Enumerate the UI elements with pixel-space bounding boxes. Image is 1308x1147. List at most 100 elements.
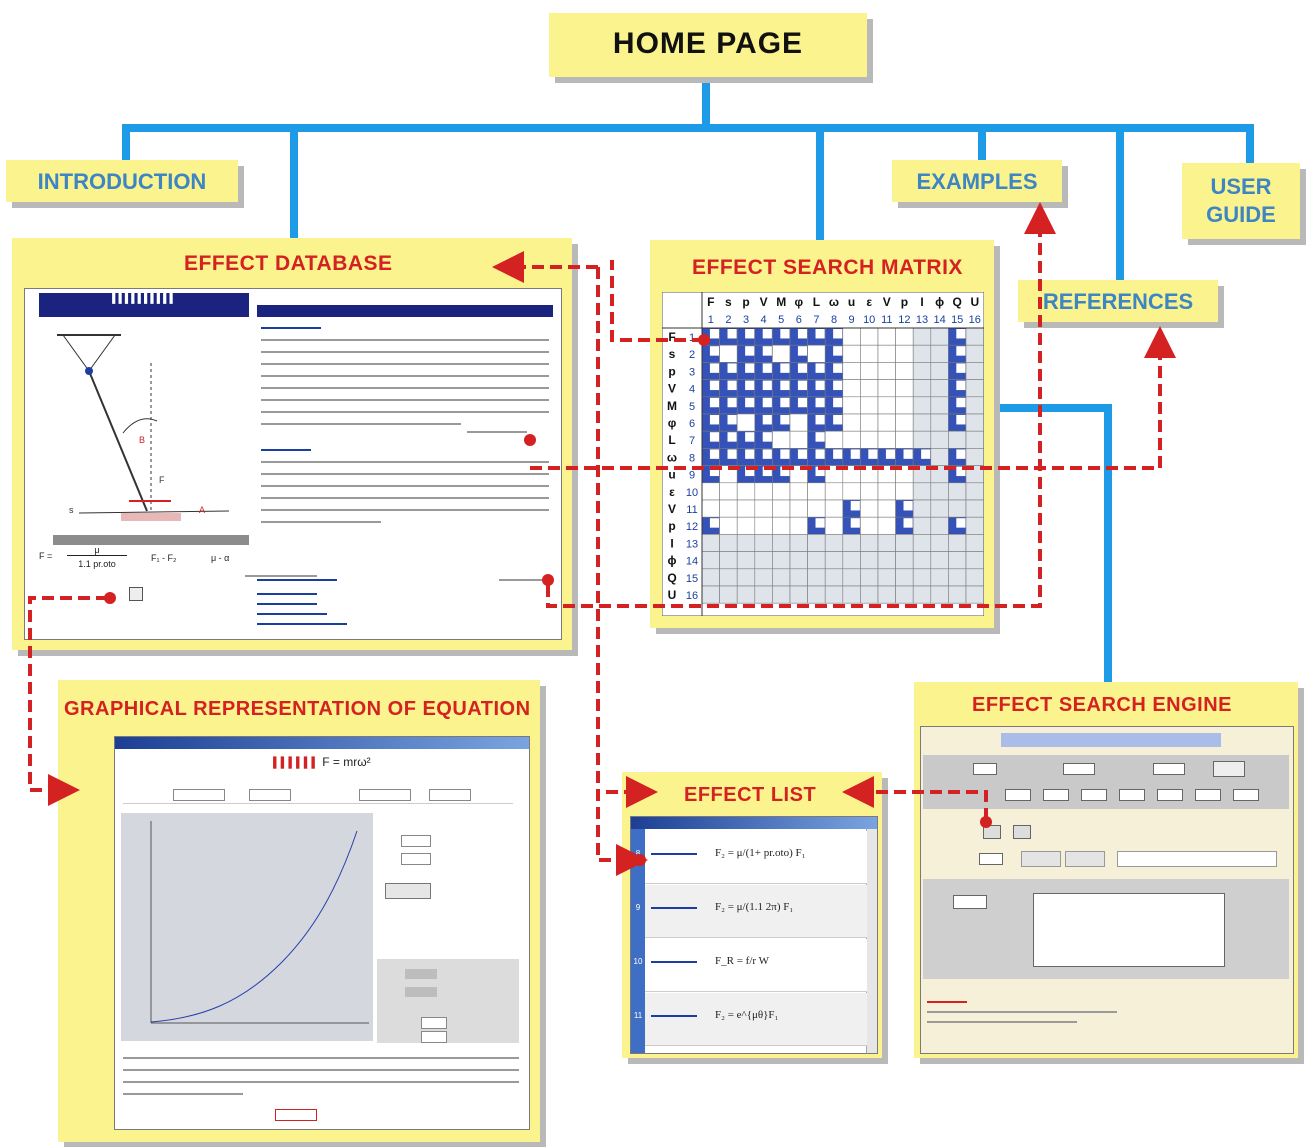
side-input-1[interactable] — [401, 835, 431, 847]
effect-list-link[interactable] — [651, 853, 697, 855]
search-path-field[interactable] — [1117, 851, 1277, 867]
matrix-cell[interactable] — [860, 344, 879, 363]
matrix-cell[interactable] — [912, 499, 932, 518]
matrix-cell[interactable] — [965, 362, 984, 380]
matrix-cell[interactable] — [842, 465, 861, 484]
matrix-cell[interactable] — [754, 534, 773, 552]
matrix-cell[interactable] — [824, 568, 844, 587]
matrix-cell[interactable] — [754, 585, 773, 604]
matrix-cell[interactable] — [824, 499, 844, 518]
matrix-cell[interactable] — [877, 396, 896, 415]
matrix-cell[interactable] — [895, 396, 914, 415]
matrix-cell[interactable] — [789, 534, 808, 552]
matrix-cell[interactable] — [736, 551, 756, 570]
matrix-cell[interactable] — [842, 568, 861, 587]
matrix-cell[interactable] — [824, 465, 844, 484]
matrix-cell[interactable] — [948, 568, 967, 587]
matrix-cell[interactable] — [719, 499, 738, 518]
criteria-select-3[interactable] — [1153, 763, 1185, 775]
matrix-cell[interactable] — [895, 568, 914, 587]
user-guide-node[interactable]: USER GUIDE — [1182, 163, 1300, 239]
matrix-cell[interactable] — [736, 482, 756, 501]
matrix-cell[interactable] — [807, 551, 826, 570]
matrix-cell[interactable] — [789, 413, 808, 432]
matrix-cell[interactable] — [701, 585, 720, 604]
matrix-cell[interactable] — [895, 379, 914, 398]
effect-list-link[interactable] — [651, 961, 697, 963]
matrix-cell[interactable] — [948, 430, 967, 449]
matrix-cell[interactable] — [877, 327, 896, 346]
matrix-cell[interactable] — [895, 465, 914, 484]
matrix-cell[interactable] — [772, 430, 791, 449]
param-input-1[interactable] — [173, 789, 225, 801]
matrix-cell[interactable] — [895, 362, 914, 380]
database-expand-button[interactable] — [129, 587, 143, 601]
matrix-cell[interactable] — [930, 327, 949, 346]
matrix-cell[interactable] — [930, 362, 949, 380]
matrix-cell[interactable] — [877, 379, 896, 398]
matrix-cell[interactable] — [824, 430, 844, 449]
matrix-cell[interactable] — [789, 465, 808, 484]
search-button[interactable] — [1213, 761, 1245, 777]
matrix-cell[interactable] — [965, 551, 984, 570]
matrix-cell[interactable] — [842, 585, 861, 604]
matrix-cell[interactable] — [860, 516, 879, 535]
matrix-cell[interactable] — [877, 551, 896, 570]
matrix-cell[interactable] — [912, 344, 932, 363]
matrix-cell[interactable] — [772, 585, 791, 604]
matrix-cell[interactable] — [895, 551, 914, 570]
matrix-cell[interactable] — [736, 516, 756, 535]
matrix-cell[interactable] — [772, 516, 791, 535]
matrix-cell[interactable] — [789, 482, 808, 501]
matrix-cell[interactable] — [772, 482, 791, 501]
matrix-cell[interactable] — [912, 379, 932, 398]
matrix-cell[interactable] — [842, 482, 861, 501]
matrix-cell[interactable] — [736, 534, 756, 552]
matrix-cell[interactable] — [772, 344, 791, 363]
matrix-cell[interactable] — [824, 551, 844, 570]
matrix-cell[interactable] — [860, 499, 879, 518]
matrix-cell[interactable] — [877, 585, 896, 604]
result-input-2[interactable] — [421, 1031, 447, 1043]
matrix-cell[interactable] — [860, 465, 879, 484]
matrix-cell[interactable] — [912, 482, 932, 501]
examples-node[interactable]: EXAMPLES — [892, 160, 1062, 202]
matrix-cell[interactable] — [824, 585, 844, 604]
matrix-cell[interactable] — [895, 534, 914, 552]
matrix-cell[interactable] — [965, 327, 984, 346]
matrix-cell[interactable] — [789, 430, 808, 449]
matrix-cell[interactable] — [877, 568, 896, 587]
matrix-cell[interactable] — [860, 568, 879, 587]
matrix-cell[interactable] — [719, 482, 738, 501]
matrix-cell[interactable] — [789, 551, 808, 570]
matrix-cell[interactable] — [860, 413, 879, 432]
matrix-cell[interactable] — [948, 482, 967, 501]
matrix-cell[interactable] — [965, 499, 984, 518]
matrix-cell[interactable] — [912, 551, 932, 570]
matrix-cell[interactable] — [965, 344, 984, 363]
matrix-cell[interactable] — [736, 568, 756, 587]
matrix-cell[interactable] — [772, 551, 791, 570]
matrix-cell[interactable] — [789, 499, 808, 518]
matrix-cell[interactable] — [877, 516, 896, 535]
matrix-cell[interactable] — [912, 465, 932, 484]
matrix-cell[interactable] — [930, 534, 949, 552]
matrix-cell[interactable] — [701, 499, 720, 518]
matrix-cell[interactable] — [807, 534, 826, 552]
matrix-cell[interactable] — [930, 344, 949, 363]
matrix-cell[interactable] — [860, 534, 879, 552]
param-input-4[interactable] — [429, 789, 471, 801]
effect-list-scrollbar[interactable] — [866, 829, 877, 1053]
matrix-cell[interactable] — [965, 516, 984, 535]
matrix-cell[interactable] — [895, 430, 914, 449]
criteria-select-2[interactable] — [1063, 763, 1095, 775]
matrix-cell[interactable] — [807, 499, 826, 518]
criteria-select-1[interactable] — [973, 763, 997, 775]
matrix-cell[interactable] — [719, 516, 738, 535]
param-input-3[interactable] — [359, 789, 411, 801]
matrix-cell[interactable] — [877, 465, 896, 484]
matrix-cell[interactable] — [860, 551, 879, 570]
matrix-cell[interactable] — [807, 585, 826, 604]
